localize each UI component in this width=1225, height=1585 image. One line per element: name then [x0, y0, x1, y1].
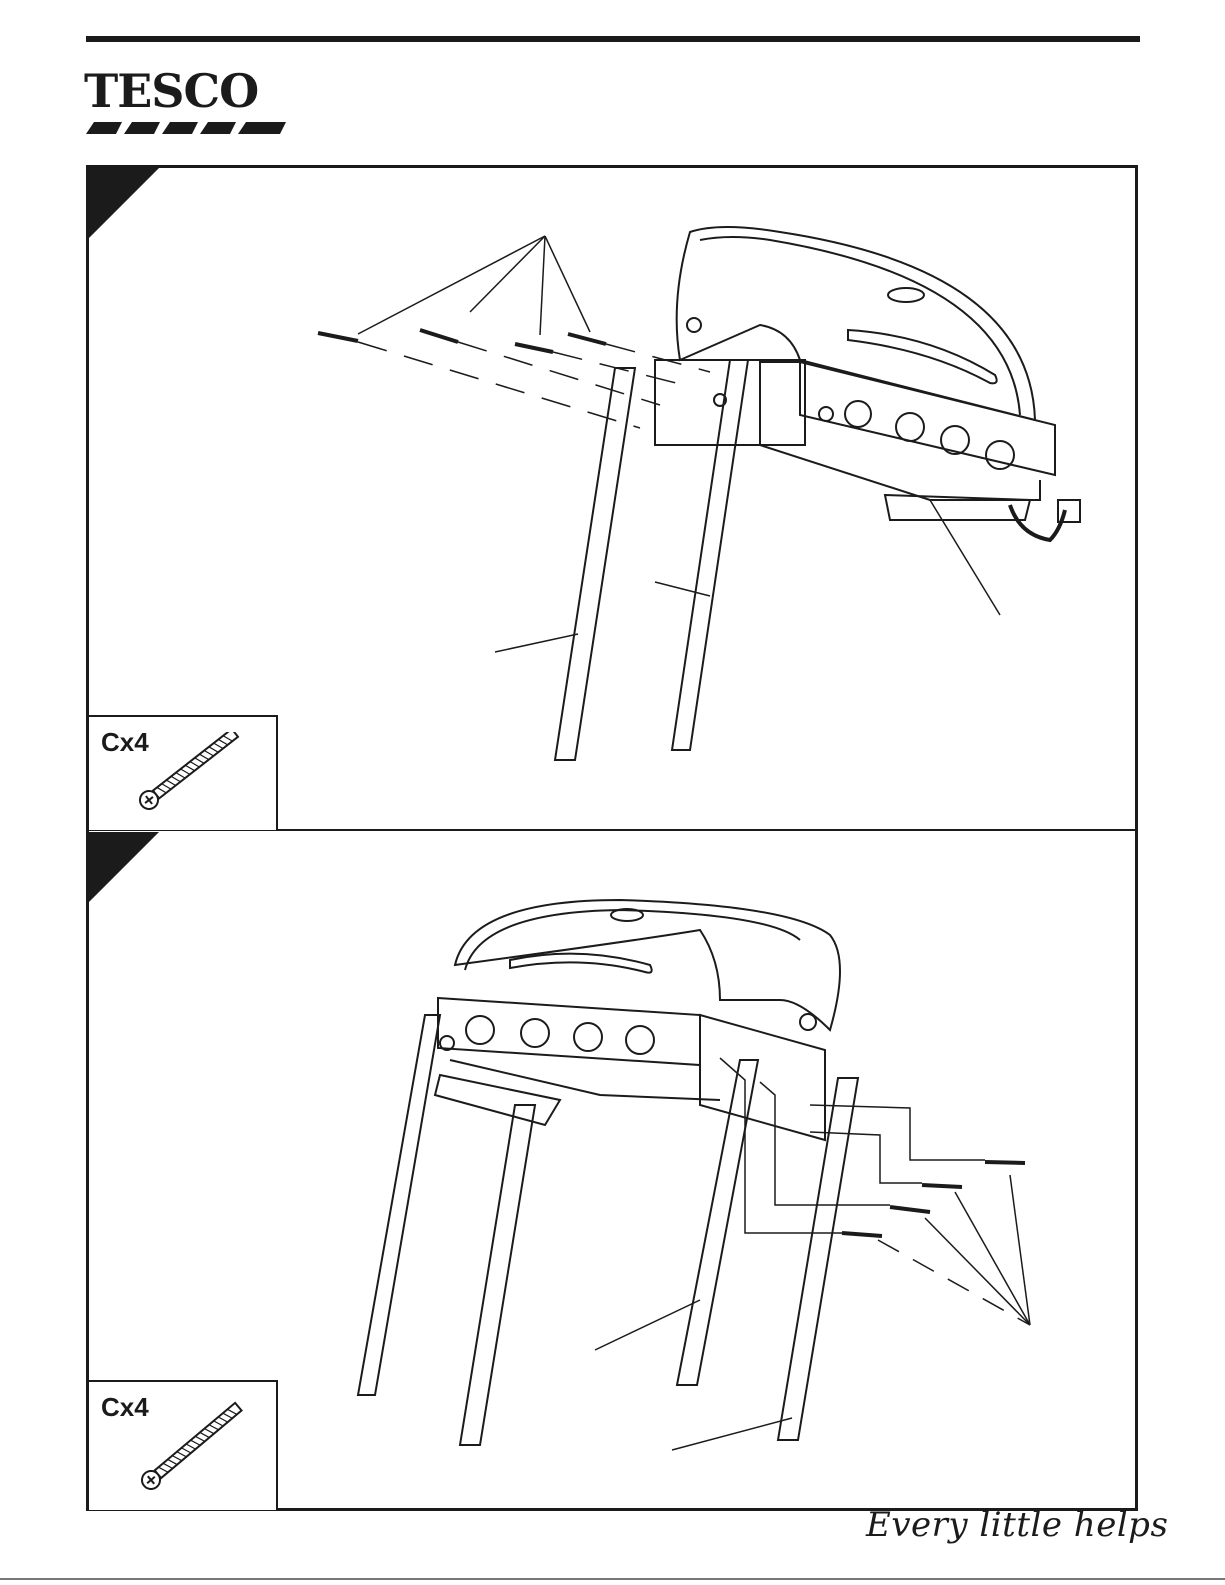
knob-2-icon — [896, 413, 924, 441]
screw-c-icon — [139, 732, 249, 812]
screw-4-icon — [568, 334, 606, 344]
step-2-corner-marker — [89, 832, 159, 902]
knob-3-icon — [941, 426, 969, 454]
brand-slogan: Every little helps — [866, 1505, 1168, 1545]
knob-1-icon — [845, 401, 871, 427]
knob-4-icon — [986, 441, 1014, 469]
step-1-parts-box: Cx4 — [89, 715, 278, 830]
screw-1-icon — [318, 333, 358, 341]
side-bracket-shape — [655, 360, 805, 445]
screw-c-2-icon — [139, 1400, 249, 1490]
igniter-icon — [819, 407, 833, 421]
leg-2-shape — [672, 360, 748, 750]
screw-3-icon — [515, 344, 553, 352]
step-2-parts-box: Cx4 — [89, 1380, 278, 1510]
bottom-rule — [0, 1578, 1225, 1580]
leg-1-shape — [555, 368, 635, 760]
step-1-diagram — [0, 0, 1225, 830]
control-panel-shape — [800, 362, 1055, 475]
grill-lid-shape — [677, 227, 1035, 420]
screw-2-icon — [420, 330, 458, 342]
